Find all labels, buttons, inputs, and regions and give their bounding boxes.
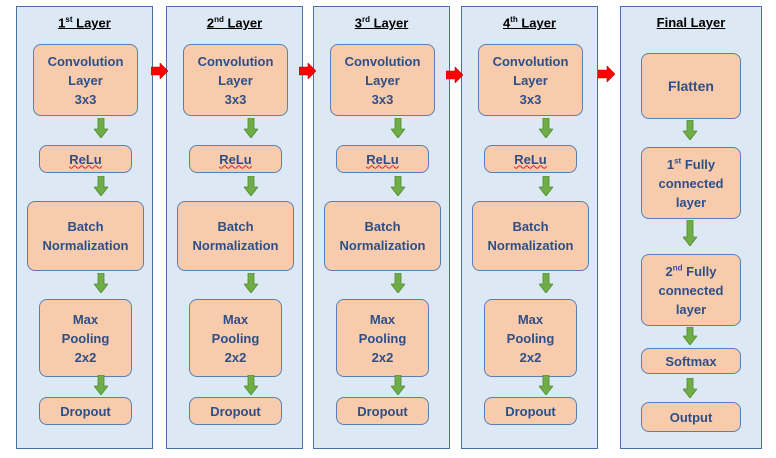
dropout-block: Dropout (336, 397, 429, 425)
down-arrow-icon (391, 118, 405, 138)
final-layer-panel: Final Layer Flatten 1st Fully connected … (620, 6, 762, 449)
down-arrow-icon (539, 176, 553, 196)
down-arrow-icon (94, 375, 108, 395)
right-arrow-icon (446, 67, 463, 83)
layer-title: 3rd Layer (354, 15, 409, 31)
down-arrow-icon (244, 176, 258, 196)
layer-title: 4th Layer (502, 15, 557, 31)
down-arrow-icon (539, 118, 553, 138)
relu-block: ReLu (484, 145, 577, 173)
down-arrow-icon (539, 273, 553, 293)
fully-connected-1-block: 1st Fully connected layer (641, 147, 741, 219)
down-arrow-icon (391, 375, 405, 395)
down-arrow-icon (94, 118, 108, 138)
dropout-block: Dropout (484, 397, 577, 425)
layer-title: 2nd Layer (206, 15, 263, 31)
output-block: Output (641, 402, 741, 432)
fc2-line1: 2nd Fully (665, 263, 717, 279)
down-arrow-icon (539, 375, 553, 395)
relu-block: ReLu (189, 145, 282, 173)
down-arrow-icon (683, 378, 697, 398)
down-arrow-icon (244, 375, 258, 395)
down-arrow-icon (244, 273, 258, 293)
down-arrow-icon (391, 176, 405, 196)
right-arrow-icon (598, 66, 615, 82)
dropout-block: Dropout (39, 397, 132, 425)
dropout-block: Dropout (189, 397, 282, 425)
relu-block: ReLu (336, 145, 429, 173)
right-arrow-icon (299, 63, 316, 79)
final-layer-title: Final Layer (656, 15, 726, 30)
right-arrow-icon (151, 63, 168, 79)
softmax-block: Softmax (641, 348, 741, 374)
down-arrow-icon (391, 273, 405, 293)
fully-connected-2-block: 2nd Fully connected layer (641, 254, 741, 326)
down-arrow-icon (244, 118, 258, 138)
down-arrow-icon (683, 220, 697, 246)
down-arrow-icon (94, 273, 108, 293)
down-arrow-icon (683, 120, 697, 140)
flatten-block: Flatten (641, 53, 741, 119)
fc1-line1: 1st Fully (666, 156, 716, 172)
down-arrow-icon (94, 176, 108, 196)
relu-block: ReLu (39, 145, 132, 173)
down-arrow-icon (683, 327, 697, 345)
layer-title: 1st Layer (58, 15, 111, 31)
